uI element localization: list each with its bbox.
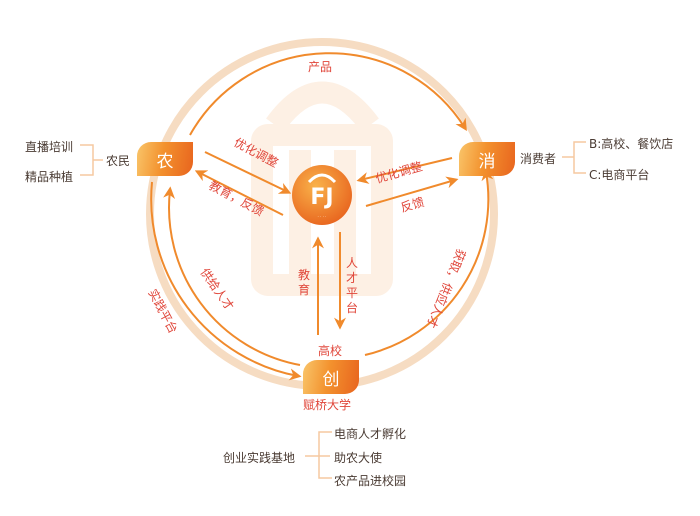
consumer-bracket <box>562 141 586 174</box>
startup-branch-1: 助农大使 <box>334 451 383 465</box>
consumer-branch-1: C:电商平台 <box>589 168 650 182</box>
arrow-farmer-to-center <box>204 151 292 194</box>
consumer-branch-0: B:高校、餐饮店 <box>589 137 674 151</box>
label-uni-to-center: 教育 <box>298 268 311 297</box>
svg-text:FJ: FJ <box>310 185 333 210</box>
startup-branch-2: 农产品进校园 <box>334 474 407 488</box>
label-center-to-uni: 人才平台 <box>346 256 359 315</box>
node-farmer-glyph: 农 <box>156 151 174 172</box>
watermark-bag-icon <box>251 81 393 296</box>
farmer-branch-1: 精品种植 <box>25 170 74 184</box>
farmer-branch-0: 直播培训 <box>25 140 74 154</box>
label-center-to-consumer: 反馈 <box>399 195 426 215</box>
startup-label-bottom: 赋桥大学 <box>303 398 352 412</box>
arrow-consumer-to-center <box>356 157 453 184</box>
node-consumer-glyph: 消 <box>478 151 496 172</box>
center-logo: FJ · · · · <box>292 165 352 225</box>
startup-label-top: 高校 <box>318 344 343 358</box>
farmer-bracket <box>80 144 103 176</box>
startup-branch-0: 电商人才孵化 <box>334 427 407 441</box>
consumer-label: 消费者 <box>520 152 557 166</box>
arrow-center-to-farmer <box>194 170 284 216</box>
svg-text:· · · ·: · · · · <box>318 214 327 219</box>
startup-bracket <box>305 431 332 479</box>
node-consumer[interactable]: 消 <box>459 142 515 176</box>
arrow-supply-talent <box>163 186 301 366</box>
arrow-practice-platform <box>150 181 302 381</box>
arrow-obtain-talent <box>364 168 494 356</box>
arrow-center-to-consumer <box>365 176 459 207</box>
label-product: 产品 <box>308 60 333 74</box>
farmer-label: 农民 <box>106 154 131 168</box>
node-farmer[interactable]: 农 <box>137 142 193 176</box>
node-startup-glyph: 创 <box>322 369 340 390</box>
arrow-product <box>189 52 467 136</box>
node-startup[interactable]: 创 <box>303 360 359 394</box>
startup-root: 创业实践基地 <box>223 451 296 465</box>
